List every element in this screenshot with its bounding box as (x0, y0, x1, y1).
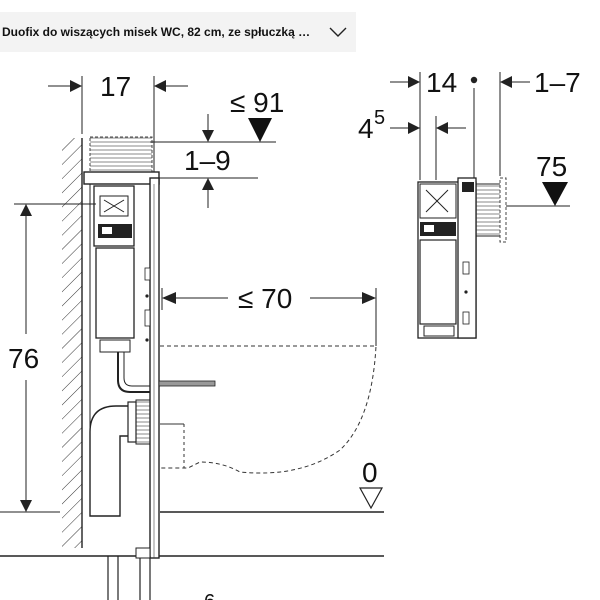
side-dimension-4-5: 4 5 (358, 107, 466, 144)
product-title-bar[interactable]: Duofix do wiszących misek WC, 82 cm, ze … (0, 12, 356, 52)
installation-frame (83, 136, 216, 600)
dimension-1-9: 1–9 (154, 145, 258, 208)
label-floor-0: 0 (362, 457, 378, 488)
label-1-9: 1–9 (184, 145, 231, 176)
dimension-floor-0: 0 (358, 457, 384, 510)
dimension-max-91: ≤ 91 (150, 87, 284, 143)
dimension-76: 76 (8, 203, 96, 512)
chevron-down-icon[interactable] (328, 22, 348, 42)
floor (0, 511, 384, 557)
label-17: 17 (100, 71, 131, 102)
wall (62, 138, 83, 548)
label-side-14: 14 (426, 67, 457, 98)
label-side-4: 4 (358, 113, 374, 144)
label-76: 76 (8, 343, 39, 374)
dimension-17: 17 (48, 71, 188, 172)
label-bottom-6: 6 (204, 591, 215, 600)
label-side-4-sup: 5 (374, 107, 385, 129)
side-view-frame (417, 72, 507, 339)
side-dimension-14: 14 (390, 67, 478, 98)
side-dimension-75: 75 (506, 151, 570, 207)
dimension-max-70: ≤ 70 (161, 283, 377, 346)
label-side-75: 75 (536, 151, 567, 182)
label-max-70: ≤ 70 (238, 283, 292, 314)
side-dimension-1-7: 1–7 (500, 67, 581, 98)
label-max-91: ≤ 91 (230, 87, 284, 118)
label-side-1-7: 1–7 (534, 67, 581, 98)
wc-bowl (160, 345, 377, 474)
